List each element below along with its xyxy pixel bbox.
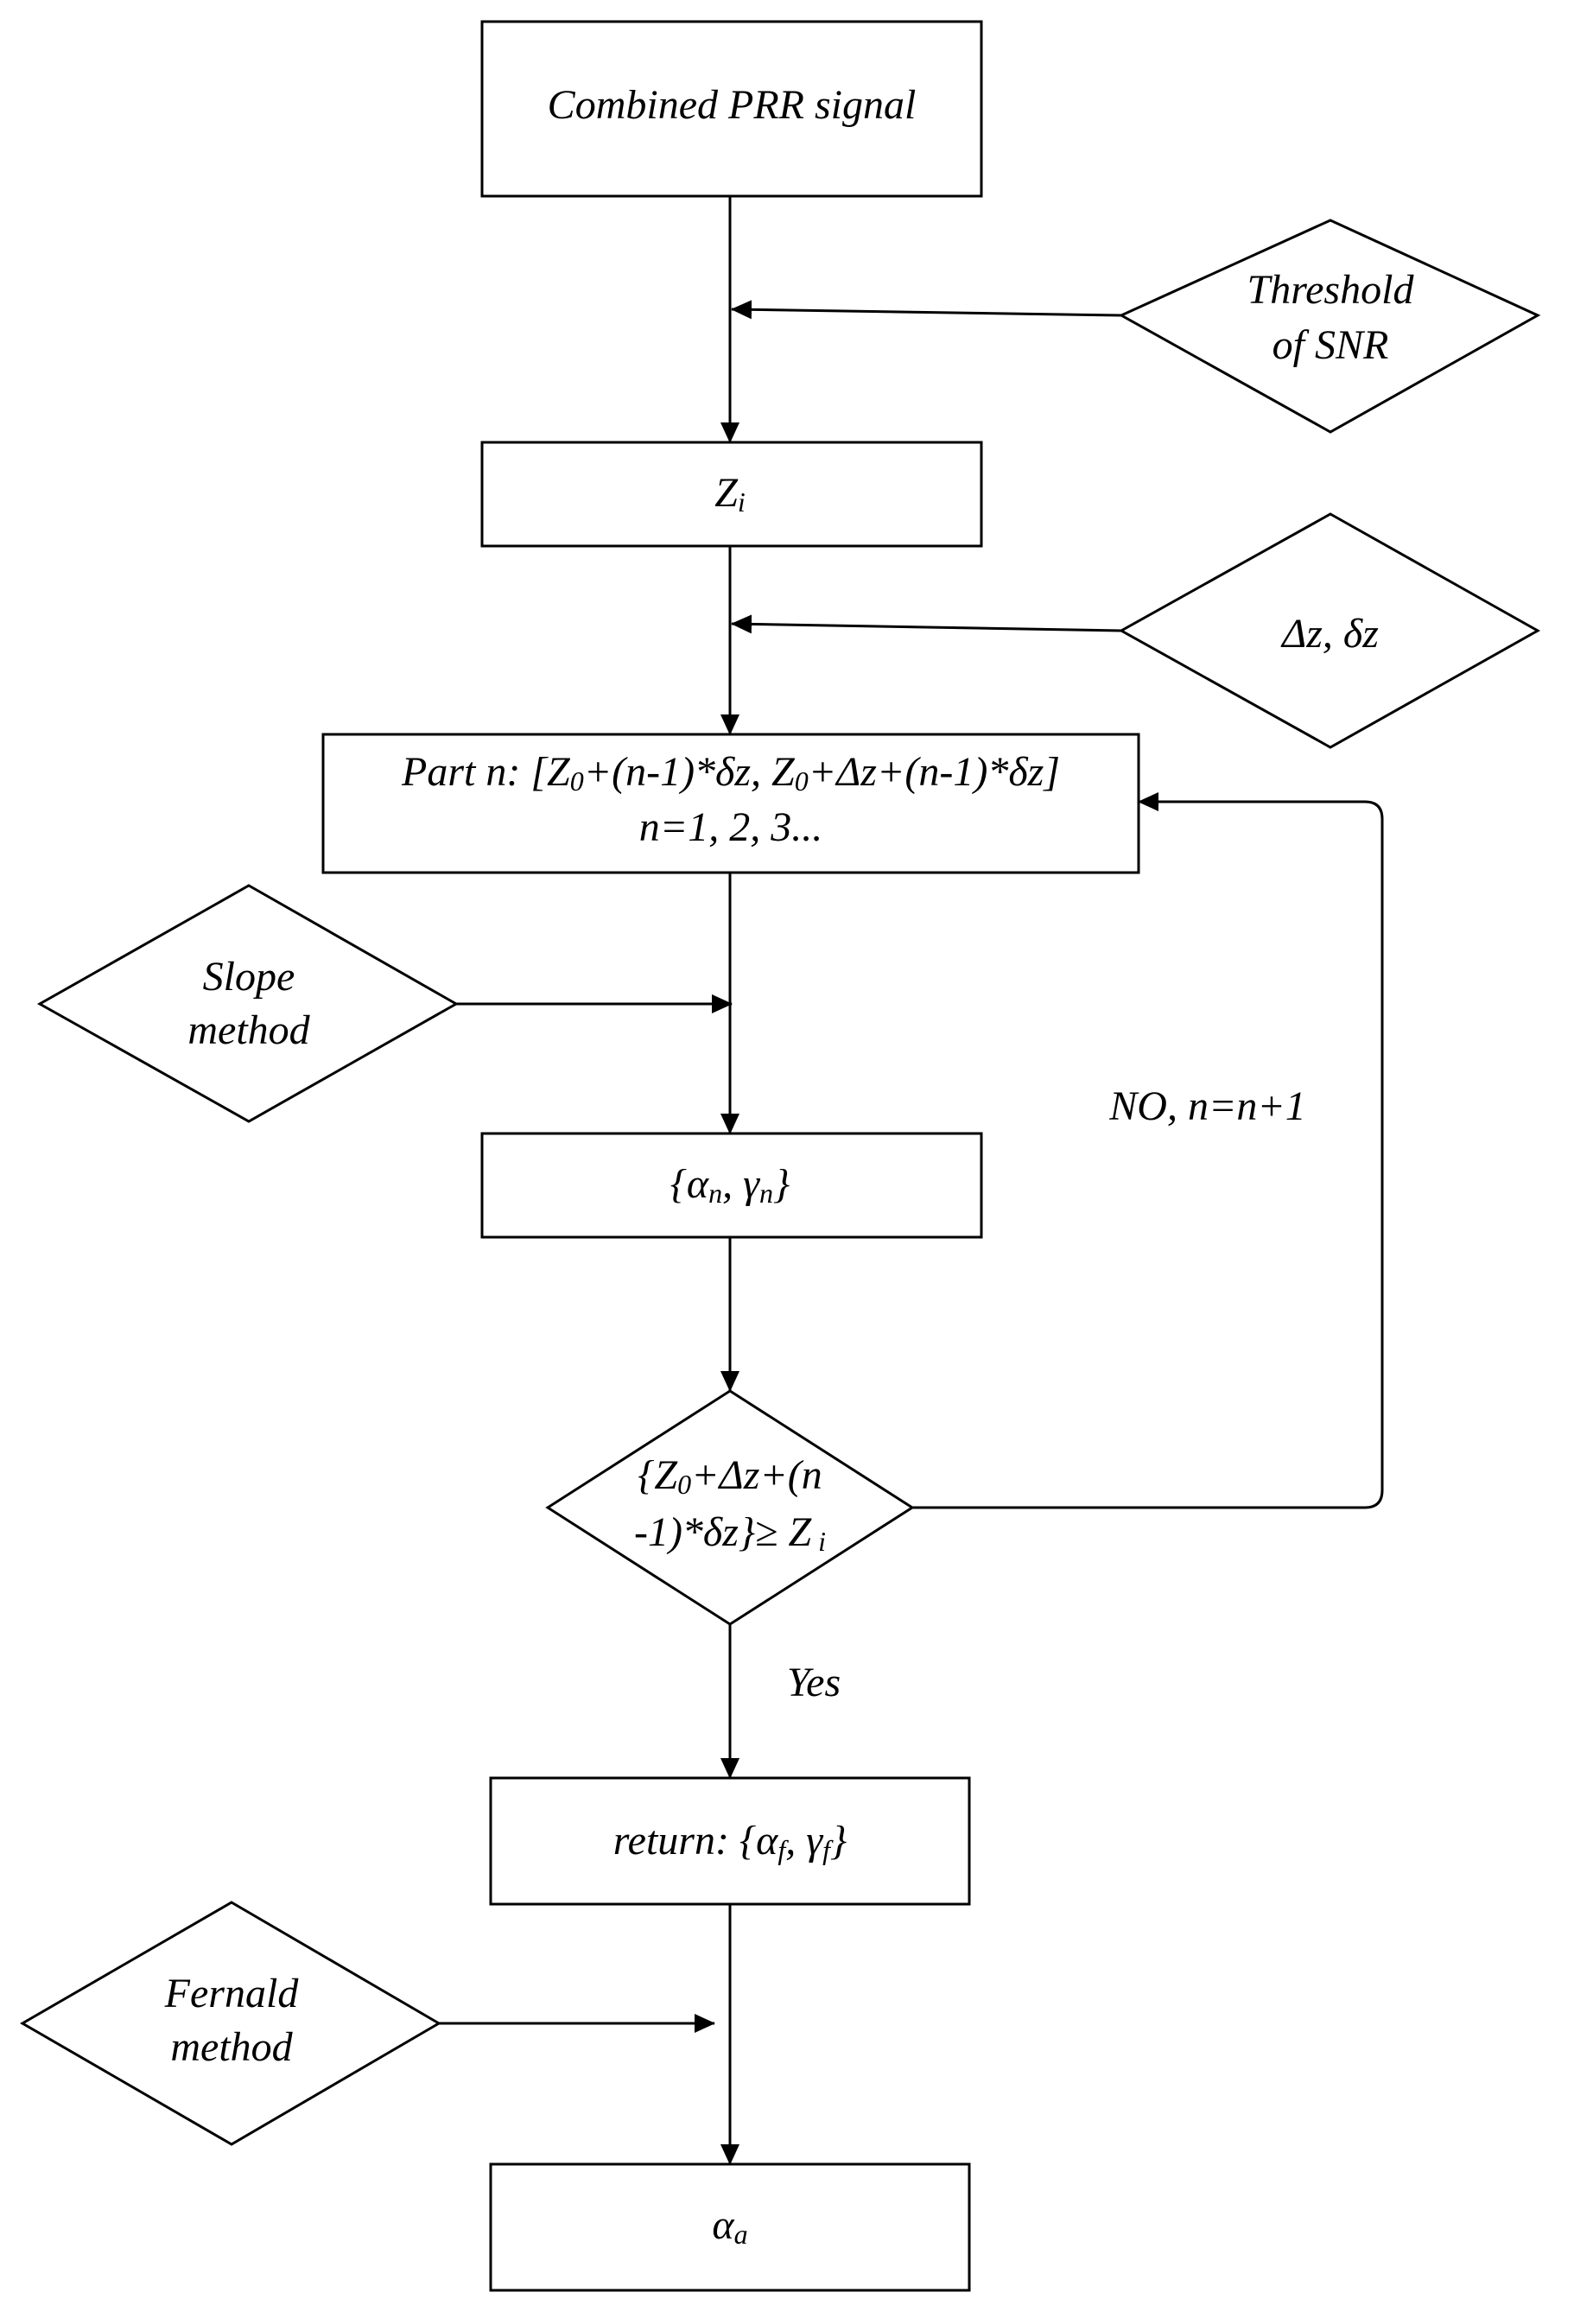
fernald-method-diamond <box>20 1901 441 2146</box>
condition-diamond <box>545 1389 915 1626</box>
slope-label: Slope <box>203 954 295 1000</box>
part-n-label-line1: Part n: [Z0+(n-1)*δz, Z0+Δz+(n-1)*δz] <box>401 749 1060 797</box>
arrow-delta-input <box>731 614 1122 634</box>
threshold-diamond <box>1118 219 1541 434</box>
part-n-box <box>321 733 1140 874</box>
yes-label: Yes <box>787 1660 841 1705</box>
combined-signal-label: Combined PRR signal <box>548 82 917 128</box>
fernald-label-line2: method <box>170 2024 293 2070</box>
arrow-no-loop <box>912 792 1384 1509</box>
delta-label: Δz, δz <box>1280 611 1379 657</box>
alpha-a-label: αa <box>712 2202 747 2250</box>
return-box <box>489 1776 971 1906</box>
condition-label-line1: {Z0+Δz+(n <box>638 1452 822 1500</box>
alpha-gamma-n-label: {αn, γn} <box>670 1161 790 1209</box>
alpha-a-box <box>489 2162 971 2292</box>
part-n-label-line2: n=1, 2, 3... <box>639 804 822 850</box>
zi-label: Zi <box>714 470 746 518</box>
slope-label-line2: method <box>187 1007 310 1053</box>
slope-method-diamond <box>36 884 460 1123</box>
alpha-gamma-n-box <box>480 1132 983 1239</box>
threshold-label-line2: of SNR <box>1272 322 1389 368</box>
threshold-label: Threshold <box>1247 267 1415 313</box>
condition-label-line2: -1)*δz}≥ Z i <box>634 1509 826 1557</box>
delta-diamond <box>1118 512 1541 749</box>
return-label: return: {αf, γf} <box>613 1818 847 1865</box>
combined-signal-box <box>480 20 983 198</box>
no-loop-label: NO, n=n+1 <box>1108 1083 1305 1129</box>
arrow-threshold-input <box>731 300 1122 320</box>
fernald-label: Fernald <box>164 1971 300 2016</box>
